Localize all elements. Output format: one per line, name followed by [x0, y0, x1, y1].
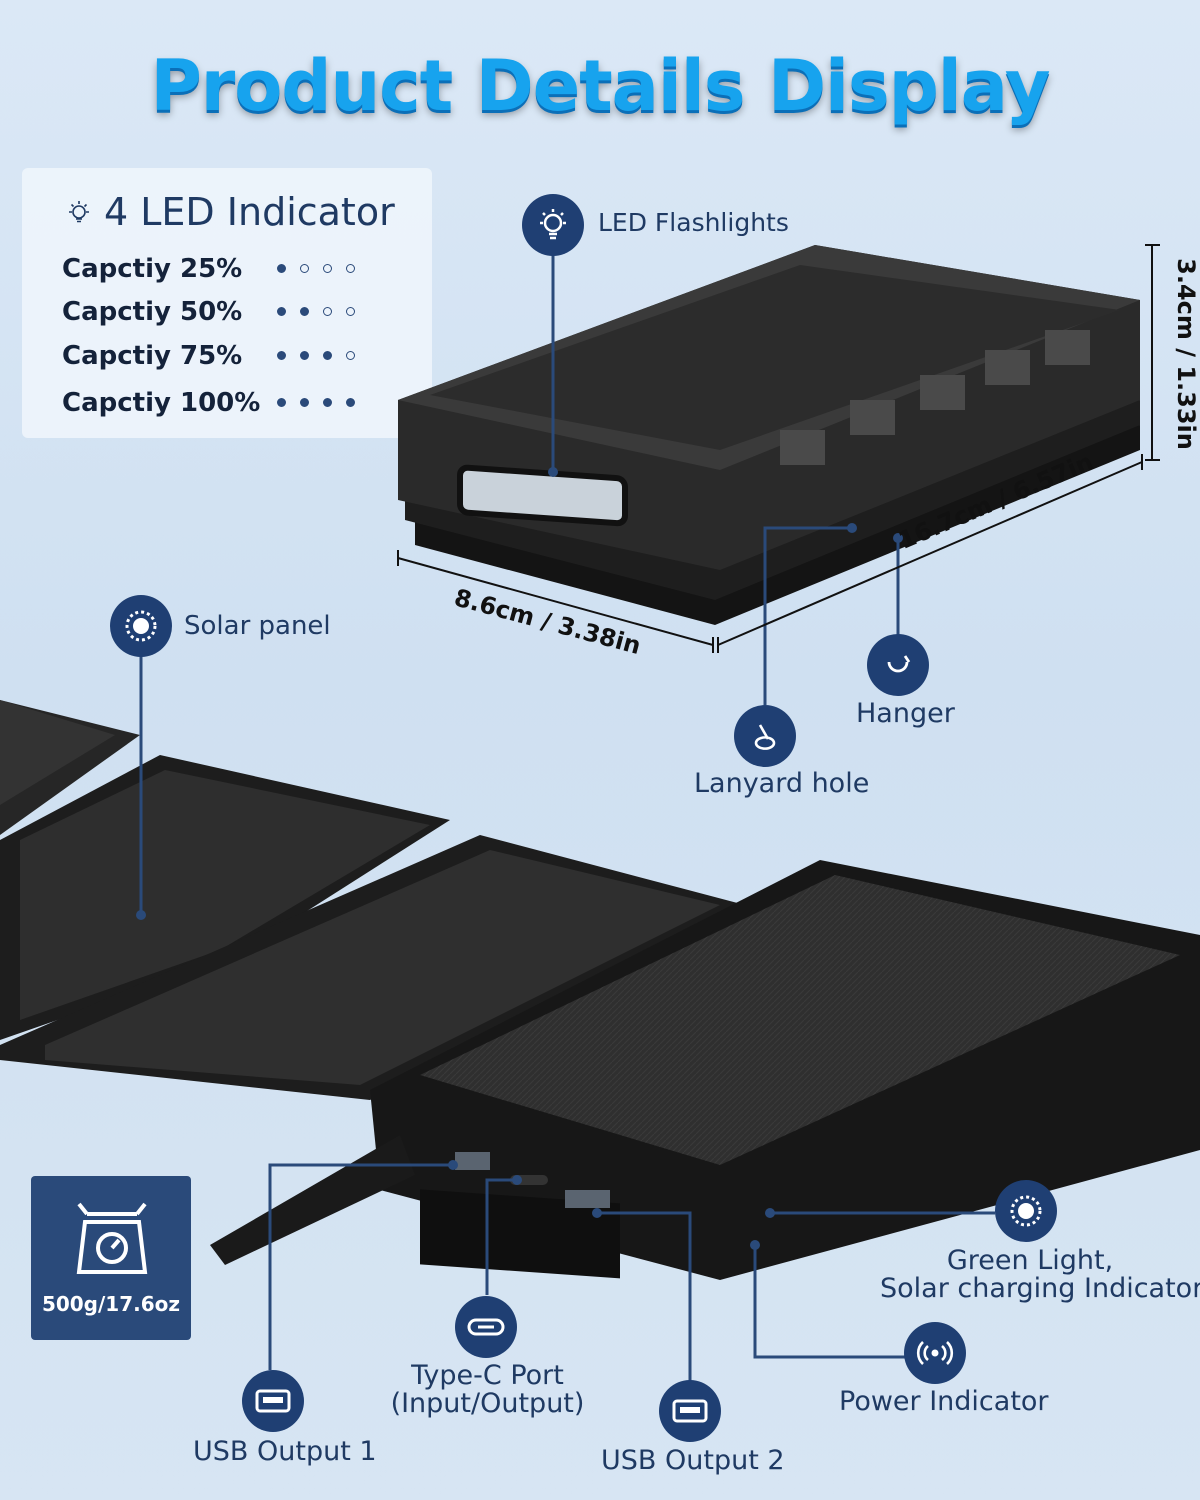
weight-label: 500g/17.6oz	[41, 1292, 181, 1316]
usb-c-port-icon	[467, 1318, 505, 1336]
callout-lines	[139, 250, 995, 1382]
led-dot-unlit	[323, 264, 332, 273]
led-dot-unlit	[346, 264, 355, 273]
usb-port-icon	[255, 1389, 291, 1413]
led-dot-lit	[277, 351, 286, 360]
led-dots	[277, 343, 355, 360]
green-light-label-line1: Green Light,	[946, 1245, 1114, 1276]
flashlight-label: LED Flashlights	[598, 208, 789, 237]
led-dot-lit	[323, 398, 332, 407]
led-row-label: Capctiy 75%	[62, 341, 243, 371]
light-bulb-icon	[540, 209, 566, 240]
solar-panel-view	[0, 700, 1200, 1280]
scale-icon	[76, 1202, 148, 1274]
led-indicator-panel: 4 LED Indicator Capctiy 25% Capctiy 50% …	[22, 168, 432, 438]
lanyard-icon	[754, 724, 776, 750]
led-dot-lit	[346, 398, 355, 407]
led-row-label: Capctiy 100%	[62, 388, 261, 418]
green-light-label-line2: Solar charging Indicator	[880, 1273, 1200, 1304]
led-dot-unlit	[346, 351, 355, 360]
hook-icon	[887, 655, 911, 673]
dimension-height: 3.4cm / 1.33in	[1171, 258, 1200, 450]
usb-output-2-callout	[659, 1380, 721, 1442]
page-title: Product Details Display	[150, 45, 1050, 127]
type-c-label: Type-C Port (Input/Output)	[0, 1362, 975, 1418]
lanyard-label: Lanyard hole	[694, 768, 870, 799]
led-dots	[277, 256, 355, 273]
led-row-label: Capctiy 50%	[62, 297, 243, 327]
led-dot-lit	[277, 307, 286, 316]
usb-port-icon	[672, 1399, 708, 1423]
sun-icon	[1010, 1195, 1042, 1227]
type-c-callout	[455, 1296, 517, 1358]
usb-output-1-callout	[242, 1370, 304, 1432]
green-light-label: Green Light, Solar charging Indicator	[880, 1245, 1200, 1303]
flashlight-callout	[522, 194, 584, 256]
signal-waves-icon	[916, 1341, 954, 1365]
usb-output-1-label: USB Output 1	[193, 1436, 377, 1467]
power-indicator-callout	[904, 1322, 966, 1384]
weight-badge: 500g/17.6oz	[31, 1176, 191, 1340]
led-dot-lit	[323, 351, 332, 360]
callout-dots	[136, 467, 903, 1250]
hanger-label: Hanger	[856, 698, 955, 729]
led-dots	[277, 299, 355, 316]
led-dot-unlit	[300, 264, 309, 273]
hanger-callout	[867, 634, 929, 696]
led-dot-lit	[277, 264, 286, 273]
led-dot-lit	[300, 398, 309, 407]
led-dots	[277, 390, 355, 407]
dimension-lines	[397, 244, 1160, 653]
led-dot-unlit	[323, 307, 332, 316]
led-dot-unlit	[346, 307, 355, 316]
type-c-label-line2: (Input/Output)	[390, 1388, 585, 1419]
usb-output-2-label: USB Output 2	[601, 1445, 785, 1476]
led-heading-text: 4 LED Indicator	[104, 190, 395, 234]
sun-icon	[125, 610, 157, 642]
power-indicator-label: Power Indicator	[839, 1386, 1049, 1417]
led-row-label: Capctiy 25%	[62, 254, 243, 284]
solar-panel-callout	[110, 595, 172, 657]
type-c-label-line1: Type-C Port	[411, 1360, 564, 1391]
led-indicator-heading: 4 LED Indicator	[66, 190, 395, 234]
green-light-callout	[995, 1180, 1057, 1242]
solar-panel-label: Solar panel	[184, 611, 331, 641]
power-bank-top-view	[398, 245, 1140, 625]
led-dot-lit	[277, 398, 286, 407]
led-dot-lit	[300, 351, 309, 360]
led-dot-lit	[300, 307, 309, 316]
lanyard-callout	[734, 705, 796, 767]
light-bulb-icon	[69, 201, 89, 223]
